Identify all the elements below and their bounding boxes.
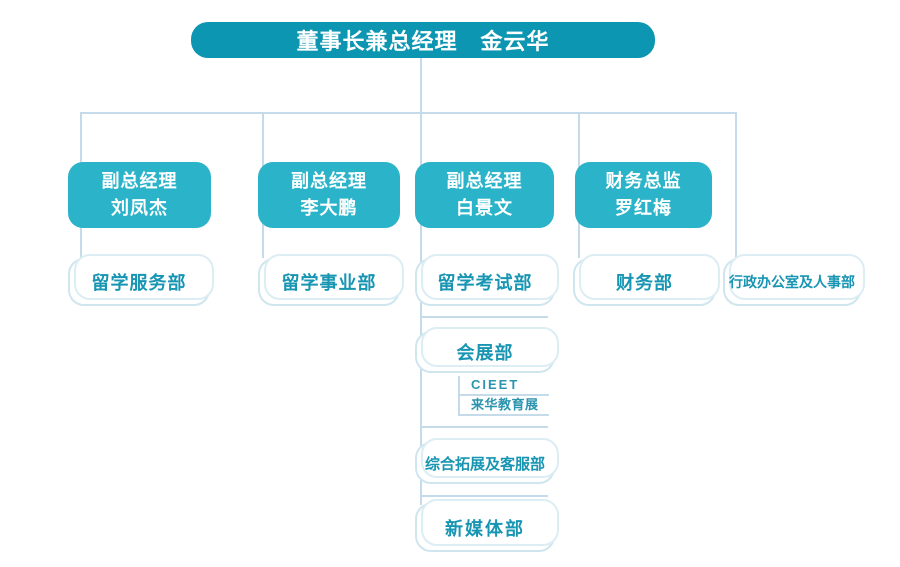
node-exec-luohongmei: 财务总监 罗红梅 <box>575 162 712 228</box>
node-chairman-label: 董事长兼总经理 金云华 <box>296 29 550 54</box>
dept-label: 留学考试部 <box>437 273 533 293</box>
exec-name: 李大鹏 <box>300 198 358 218</box>
connector-root-drop <box>420 58 422 113</box>
node-dept-study-business: 留学事业部 <box>258 254 404 306</box>
subdept-label: 综合拓展及客服部 <box>424 455 545 473</box>
connector-stub-media <box>421 495 548 497</box>
exec-title: 财务总监 <box>605 171 682 191</box>
connector-stub-exhibit <box>421 316 548 318</box>
dept-label: 留学事业部 <box>281 273 377 293</box>
connector-stub-develop <box>421 426 548 428</box>
node-subdept-development-service: 综合拓展及客服部 <box>415 438 559 484</box>
subdept-label: 新媒体部 <box>445 518 525 539</box>
node-exec-liufengjie: 副总经理 刘凤杰 <box>68 162 211 228</box>
node-dept-admin-hr: 行政办公室及人事部 <box>723 254 865 306</box>
node-exec-lidapeng: 副总经理 李大鹏 <box>258 162 400 228</box>
exec-name: 罗红梅 <box>615 198 672 218</box>
subdept-label: 会展部 <box>456 343 514 363</box>
node-subdept-exhibition: 会展部 <box>415 327 559 373</box>
dept-label: 行政办公室及人事部 <box>729 274 855 290</box>
node-dept-study-service: 留学服务部 <box>68 254 214 306</box>
exec-title: 副总经理 <box>446 171 523 191</box>
cieet-line2: 来华教育展 <box>460 396 549 416</box>
exec-name: 刘凤杰 <box>111 198 168 218</box>
node-chairman: 董事长兼总经理 金云华 <box>191 22 655 58</box>
exec-name: 白景文 <box>456 198 513 218</box>
connector-branch-5 <box>735 112 737 258</box>
node-cieet-education-expo: CIEET 来华教育展 <box>458 376 549 416</box>
connector-branch-3 <box>420 112 422 505</box>
cieet-line1: CIEET <box>460 376 549 396</box>
node-subdept-new-media: 新媒体部 <box>415 499 559 552</box>
dept-label: 留学服务部 <box>91 273 187 293</box>
node-dept-finance: 财务部 <box>573 254 720 306</box>
exec-title: 副总经理 <box>101 171 178 191</box>
node-dept-study-exam: 留学考试部 <box>415 254 559 306</box>
dept-label: 财务部 <box>616 273 673 293</box>
exec-title: 副总经理 <box>291 171 367 191</box>
connector-main-rail <box>80 112 737 114</box>
node-exec-baijingwen: 副总经理 白景文 <box>415 162 554 228</box>
